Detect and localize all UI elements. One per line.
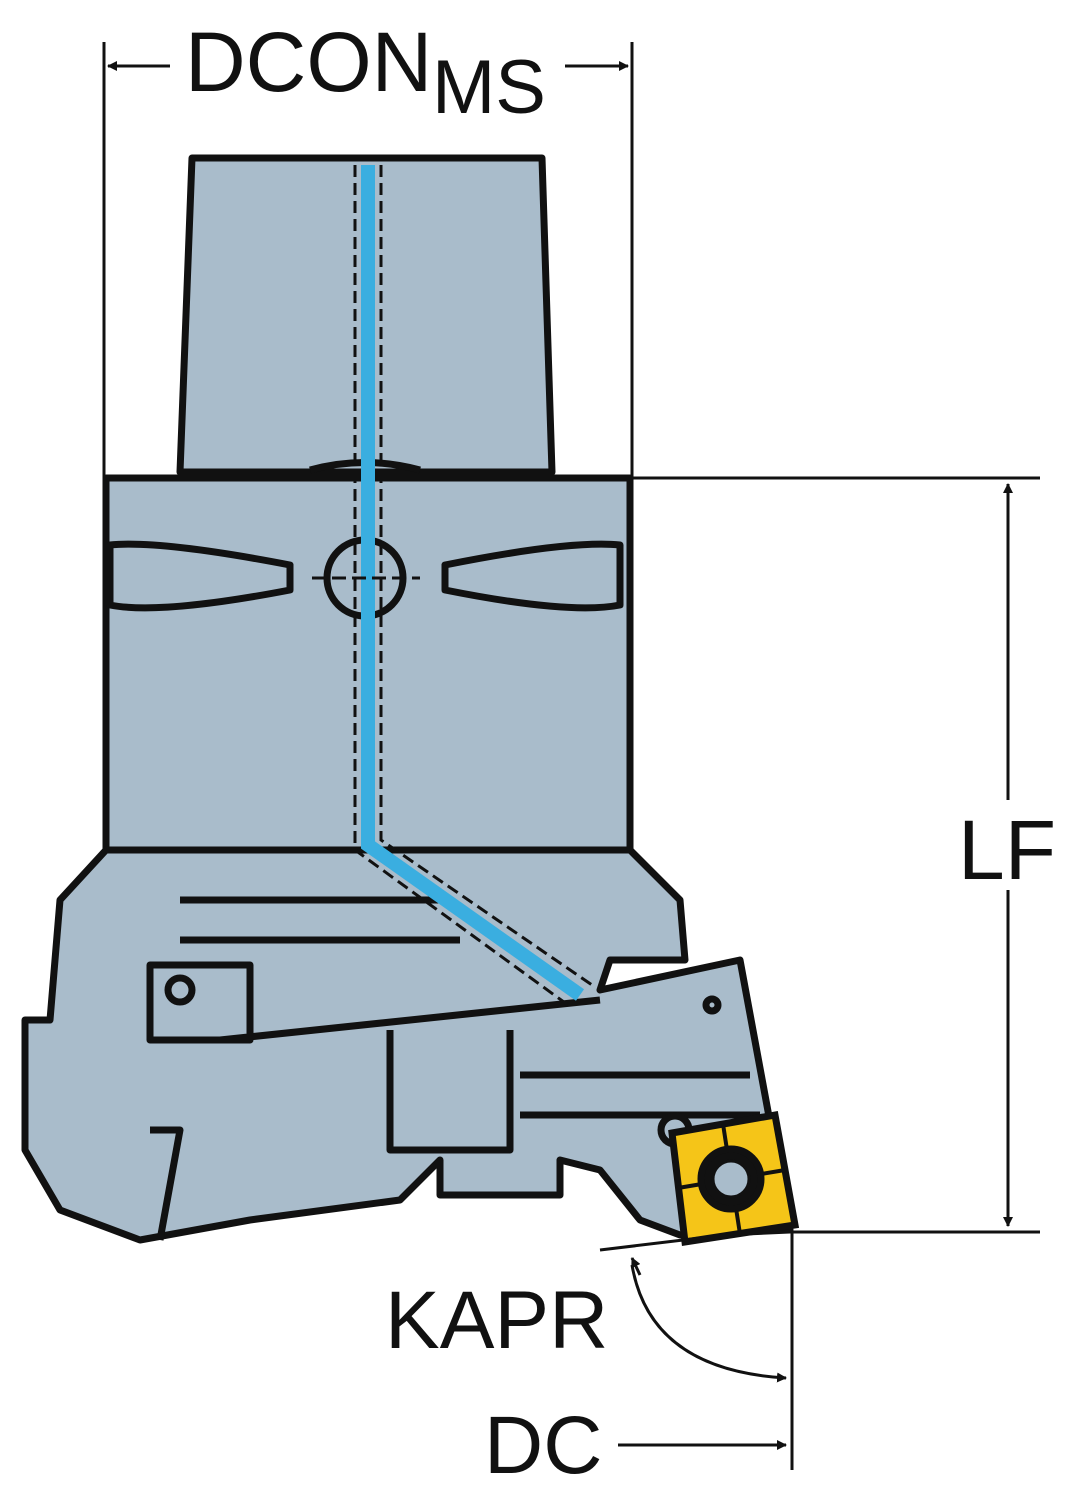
dc-label: DC [484, 1400, 603, 1491]
insert [668, 1110, 800, 1247]
kapr-label: KAPR [385, 1275, 609, 1366]
dcon-subscript: MS [432, 45, 546, 130]
lf-label: LF [958, 803, 1057, 897]
cutter-head [21, 846, 794, 1244]
dcon-label: DCON [185, 15, 433, 109]
coolant-channel [361, 165, 585, 1001]
